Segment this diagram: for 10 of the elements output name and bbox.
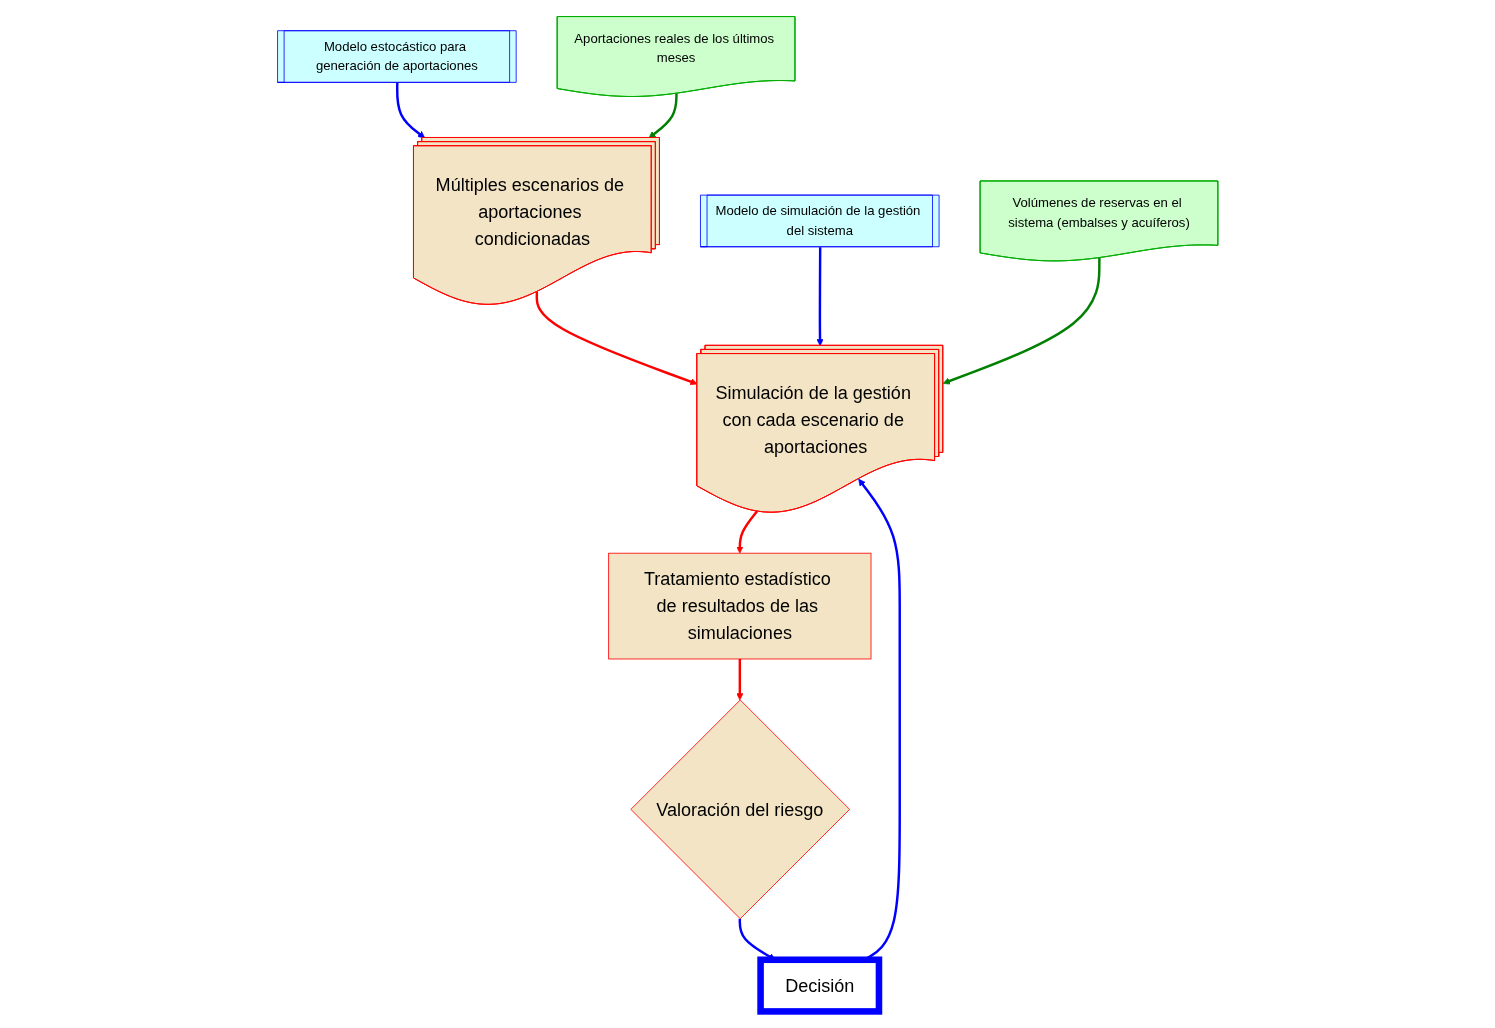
arrow: [736, 510, 758, 554]
arrow: [736, 658, 744, 701]
arrow: [535, 291, 698, 386]
arrow: [648, 93, 678, 139]
node-box: Decisión: [757, 956, 883, 1015]
node-box: Tratamiento estadístico de resultados de las simulaciones: [608, 552, 872, 660]
arrow: [942, 258, 1101, 385]
arrow: [395, 82, 425, 139]
arrow: [816, 247, 824, 347]
node-diamond: Valoración del riesgo: [630, 699, 850, 920]
